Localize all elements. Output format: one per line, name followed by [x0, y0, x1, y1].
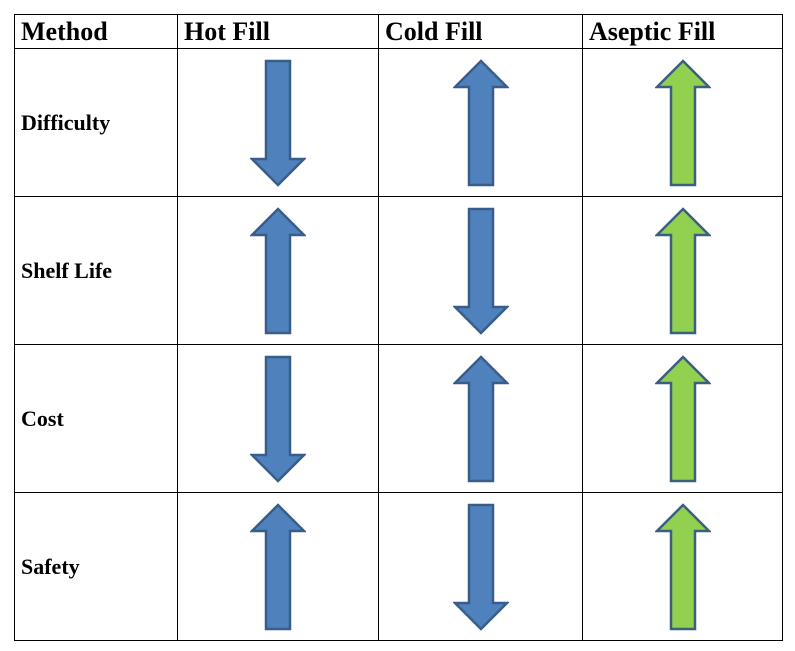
arrow-down-icon: [250, 355, 306, 483]
arrow-down-icon: [452, 207, 509, 335]
arrow-up-icon: [250, 206, 306, 334]
arrow-cell: [582, 344, 783, 493]
row-label-cost: Cost: [14, 344, 178, 493]
table-row: Difficulty: [14, 48, 783, 197]
header-cold-fill: Cold Fill: [378, 14, 583, 49]
arrow-cell: [378, 492, 583, 641]
arrow-cell: [177, 492, 379, 641]
comparison-table: Method Hot Fill Cold Fill Aseptic Fill D…: [14, 14, 783, 641]
table-row: Safety: [14, 492, 783, 641]
arrow-up-icon: [654, 502, 711, 630]
arrow-cell: [177, 344, 379, 493]
arrow-cell: [177, 48, 379, 197]
arrow-up-icon: [250, 502, 306, 630]
arrow-up-icon: [654, 354, 711, 482]
arrow-up-icon: [452, 354, 509, 482]
row-label-shelf-life: Shelf Life: [14, 196, 178, 345]
table-row: Shelf Life: [14, 196, 783, 345]
arrow-cell: [378, 344, 583, 493]
arrow-up-icon: [654, 58, 711, 186]
arrow-cell: [177, 196, 379, 345]
row-label-difficulty: Difficulty: [14, 48, 178, 197]
arrow-cell: [378, 196, 583, 345]
header-row: Method Hot Fill Cold Fill Aseptic Fill: [14, 14, 783, 49]
row-label-safety: Safety: [14, 492, 178, 641]
arrow-down-icon: [250, 59, 306, 187]
arrow-cell: [378, 48, 583, 197]
arrow-cell: [582, 196, 783, 345]
arrow-up-icon: [654, 206, 711, 334]
header-aseptic-fill: Aseptic Fill: [582, 14, 783, 49]
arrow-cell: [582, 492, 783, 641]
header-method: Method: [14, 14, 178, 49]
arrow-down-icon: [452, 503, 509, 631]
header-hot-fill: Hot Fill: [177, 14, 379, 49]
arrow-cell: [582, 48, 783, 197]
arrow-up-icon: [452, 58, 509, 186]
table-row: Cost: [14, 344, 783, 493]
